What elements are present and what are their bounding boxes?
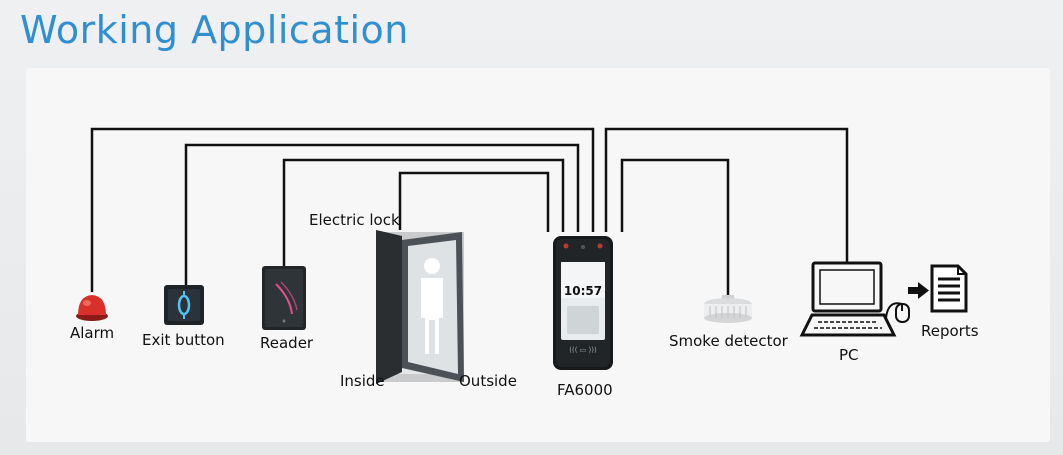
label-outside: Outside <box>459 372 517 390</box>
label-pc: PC <box>839 346 859 364</box>
label-alarm: Alarm <box>70 324 115 342</box>
wire-pc <box>604 127 849 263</box>
wire-electric-lock <box>398 171 550 232</box>
mouse-icon <box>885 302 910 323</box>
label-electric-lock: Electric lock <box>309 211 400 229</box>
label-inside: Inside <box>340 372 385 390</box>
reports-document-icon <box>930 264 968 313</box>
pc-icon <box>799 261 897 337</box>
fa6000-device-icon: 10:57 ((( ▭ ))) <box>553 236 613 370</box>
wire-alarm <box>90 127 595 292</box>
reader-icon <box>262 266 306 330</box>
wires <box>90 127 849 296</box>
label-reader: Reader <box>260 334 314 352</box>
page-title: Working Application <box>20 8 409 52</box>
label-exit-button: Exit button <box>142 331 225 349</box>
device-time-text: 10:57 <box>564 284 602 298</box>
wire-smoke-detector <box>620 158 730 296</box>
door-icon <box>376 230 464 384</box>
label-reports: Reports <box>921 322 979 340</box>
diagram-panel <box>26 68 1050 442</box>
wire-reader <box>282 158 565 266</box>
wire-exit-button <box>184 143 580 287</box>
label-device: FA6000 <box>557 381 613 399</box>
alarm-icon <box>76 295 108 321</box>
exit-button-icon <box>164 285 204 325</box>
svg-text:((( ▭ ))): ((( ▭ ))) <box>569 346 597 354</box>
smoke-detector-icon <box>704 295 752 323</box>
label-smoke-detector: Smoke detector <box>669 332 788 350</box>
arrow-right-icon <box>908 282 929 299</box>
